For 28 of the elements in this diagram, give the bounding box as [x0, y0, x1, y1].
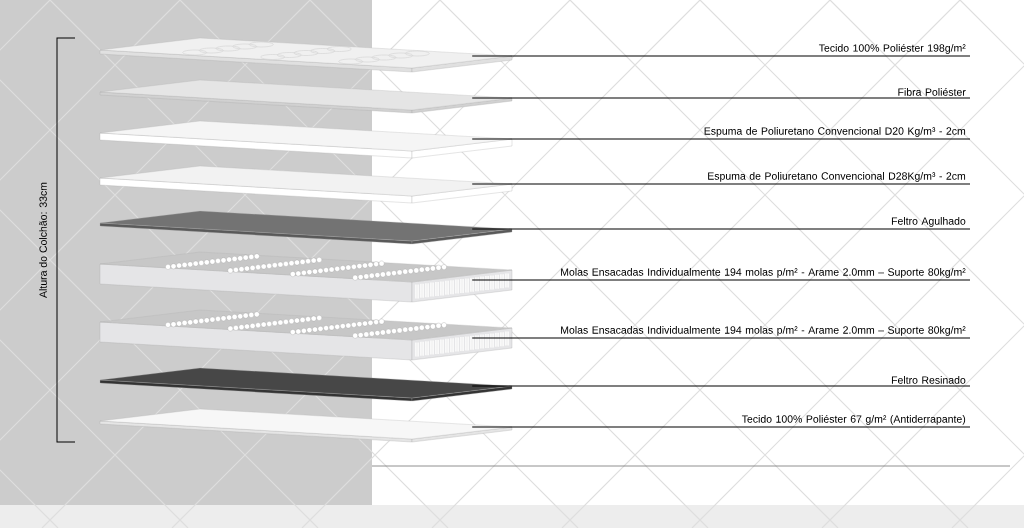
leader-line — [471, 426, 971, 428]
layer-drawing — [99, 251, 513, 303]
leader-line — [471, 279, 971, 281]
leader-line — [471, 337, 971, 339]
leader-line — [471, 183, 971, 185]
layer-drawing — [99, 79, 513, 114]
layer-label: Feltro Agulhado — [891, 217, 966, 227]
layer-drawing — [99, 408, 513, 443]
leader-line — [471, 385, 971, 387]
layer-label: Fibra Poliéster — [898, 87, 966, 96]
leader-line — [471, 138, 971, 140]
layer-label: Espuma de Poliuretano Convencional D28Kg/m³ - 2cm — [708, 172, 966, 182]
layer-label: Molas Ensacadas Individualmente 194 molas p/m² - Arame 2.0mm – Suporte 80kg/m² — [561, 326, 966, 336]
leader-line — [471, 55, 971, 57]
layer-label: Molas Ensacadas Individualmente 194 molas p/m² - Arame 2.0mm – Suporte 80kg/m² — [561, 268, 966, 278]
dimension-label: Altura do Colchão: 33cm — [39, 182, 47, 298]
layer-label: Tecido 100% Poliéster 198g/m² — [818, 43, 966, 54]
layer-label: Feltro Resinado — [891, 376, 966, 384]
layer-label: Espuma de Poliuretano Convencional D20 Kg/m³ - 2cm — [704, 127, 966, 137]
layer-drawing — [99, 120, 513, 159]
leader-line — [471, 228, 971, 230]
layer-drawing — [99, 210, 513, 245]
layer-drawing — [99, 165, 513, 204]
leader-line — [471, 97, 971, 99]
layer-drawing — [99, 37, 513, 73]
layer-drawing — [99, 309, 513, 361]
layer-label: Tecido 100% Poliéster 67 g/m² (Antiderrapante) — [741, 414, 966, 425]
layer-drawing — [99, 367, 513, 402]
